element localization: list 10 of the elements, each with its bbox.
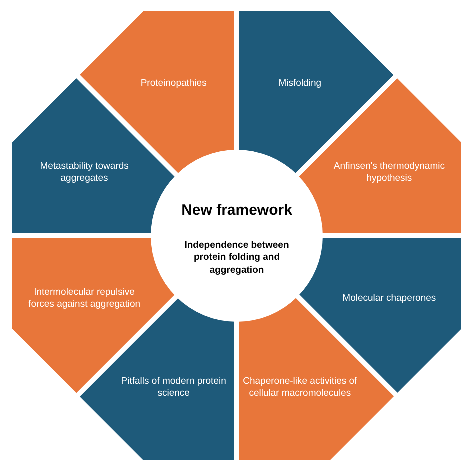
segment-label: Chaperone-like activities of cellular macromolecules — [242, 376, 358, 400]
center-title: New framework — [180, 202, 294, 219]
center-subtitle: Independence between protein folding and aggregation — [184, 240, 290, 278]
segment-label: Intermolecular repulsive forces against aggregation — [28, 287, 142, 312]
segment-label: Metastability towards aggregates — [39, 160, 130, 185]
segment-label: Molecular chaperones — [342, 293, 438, 306]
segment-label: Misfolding — [278, 78, 323, 90]
segment-label: Proteinopathies — [140, 78, 208, 90]
segment-label: Anfinsen's thermodynamic hypothesis — [332, 160, 446, 185]
segment-label: Pitfalls of modern protein science — [120, 376, 228, 400]
